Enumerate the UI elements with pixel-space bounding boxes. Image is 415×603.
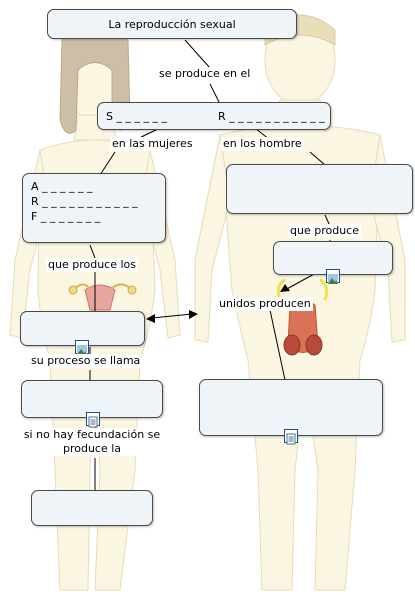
title-text: La reproducción sexual xyxy=(108,17,236,31)
r-clue-women: R _ _ _ _ _ _ _ _ _ _ _ xyxy=(31,195,138,208)
image-icon[interactable] xyxy=(326,269,340,284)
document-icon[interactable] xyxy=(86,412,100,428)
result-answer-box[interactable] xyxy=(199,379,383,436)
female-organ-illustration xyxy=(68,283,137,311)
process-answer-box[interactable] xyxy=(21,380,163,418)
produced-in-label: se produce en el xyxy=(157,67,253,81)
image-icon[interactable] xyxy=(75,340,89,355)
produces-singular-label: que produce xyxy=(288,224,361,238)
a-clue: A _ _ _ _ _ _ xyxy=(31,180,93,193)
arf-answer-box[interactable]: A _ _ _ _ _ _ R _ _ _ _ _ _ _ _ _ _ _ F … xyxy=(22,173,166,243)
title-box: La reproducción sexual xyxy=(47,9,297,39)
men-answer-box[interactable] xyxy=(226,164,413,214)
document-icon[interactable] xyxy=(284,429,298,445)
r-clue: R _ _ _ _ _ _ _ _ _ _ _ xyxy=(218,110,325,123)
f-clue: F _ _ _ _ _ _ _ xyxy=(31,210,101,223)
joined-label: unidos producen xyxy=(217,297,313,311)
women-label: en las mujeres xyxy=(110,137,195,151)
sr-answer-box[interactable]: S _ _ _ _ _ _ R _ _ _ _ _ _ _ _ _ _ _ xyxy=(97,102,331,130)
connector-lines xyxy=(89,39,331,492)
male-organ-illustration xyxy=(276,278,329,356)
process-label: su proceso se llama xyxy=(29,354,143,368)
no-fertilization-answer-box[interactable] xyxy=(31,490,153,526)
men-label: en los hombre xyxy=(221,137,304,151)
produces-plural-label: que produce los xyxy=(46,258,138,272)
s-clue: S _ _ _ _ _ _ xyxy=(106,110,167,123)
no-fertilization-label: si no hay fecundación se produce la xyxy=(14,428,170,456)
